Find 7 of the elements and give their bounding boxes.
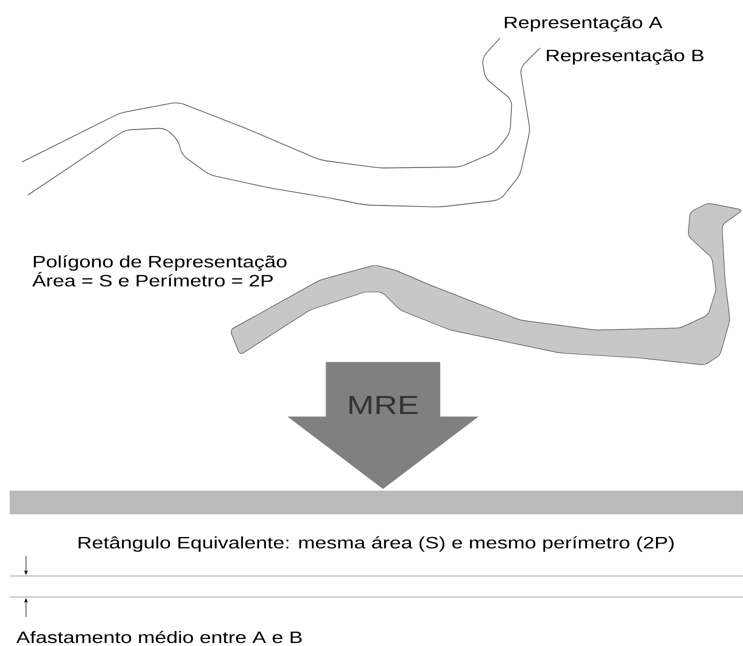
dimension-label: Afastamento médio entre A e B (16, 630, 302, 644)
label-text: Representação B (546, 49, 704, 65)
block-arrow (288, 362, 478, 489)
rectangle-label: Retângulo Equivalente: mesma área (S) e mesmo perímetro (2P) (78, 536, 674, 552)
edge-label: MRE (350, 396, 418, 414)
polygon-label: Polígono de Representação Área = S e Perímetro = 2P (32, 255, 287, 286)
label-text: Representação A (504, 16, 662, 32)
